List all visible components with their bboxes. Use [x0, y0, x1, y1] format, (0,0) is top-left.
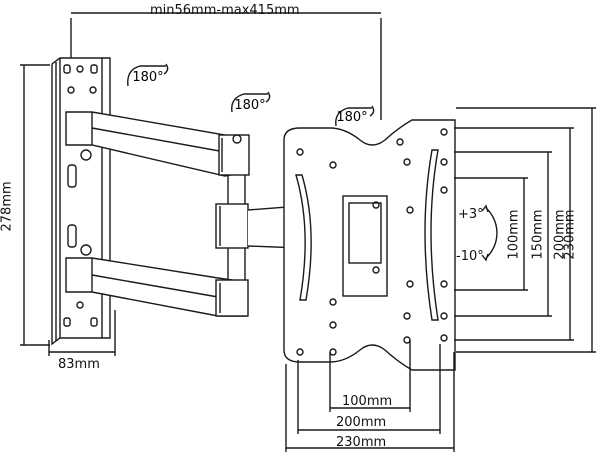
vesa-vertical-dimensions	[454, 107, 596, 353]
tilt-up-label: +3°	[458, 207, 484, 222]
reach-label: min56mm-max415mm	[150, 3, 300, 18]
vesa-v-100-label: 100mm	[506, 209, 522, 260]
reach-dimension	[70, 12, 382, 120]
tilt-indicator	[481, 204, 498, 262]
plate-height-label: 278mm	[0, 181, 15, 232]
vesa-v-230-label: 230mm	[562, 209, 578, 260]
plate-width-label: 83mm	[58, 357, 100, 372]
swivel-badges	[127, 63, 375, 127]
swivel-label-3: 180°	[336, 110, 368, 125]
upper-arm	[65, 111, 250, 205]
tv-plate	[283, 119, 456, 371]
vesa-h-200-label: 200mm	[336, 415, 387, 430]
swivel-badge-2: 180°	[232, 94, 268, 118]
tilt-down-label: -10°	[456, 249, 484, 264]
plate-width-dimension	[48, 310, 116, 356]
vesa-horizontal-dimensions	[285, 340, 455, 452]
swivel-badge-3: 180°	[334, 106, 370, 130]
swivel-label-2: 180°	[234, 98, 266, 113]
lower-arm	[65, 246, 249, 317]
swivel-badge-1: 180°	[130, 66, 166, 90]
wall-plate	[51, 57, 111, 346]
vesa-h-100-label: 100mm	[342, 394, 393, 409]
plate-height-dimension	[20, 64, 50, 346]
vesa-v-150-label: 150mm	[530, 209, 546, 260]
vesa-h-230-label: 230mm	[336, 435, 387, 450]
swivel-label-1: 180°	[132, 70, 164, 85]
